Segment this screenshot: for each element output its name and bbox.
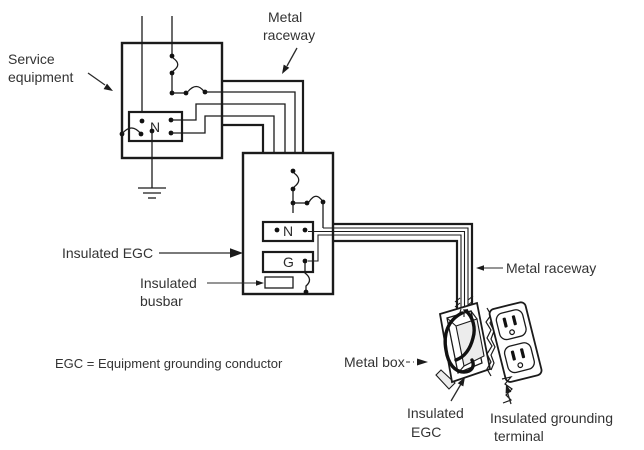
metal-box-drawing bbox=[435, 301, 492, 390]
insulated-egc-label: Insulated EGC bbox=[62, 245, 153, 261]
labels: Service equipment Metal raceway Insulate… bbox=[8, 9, 613, 444]
branch-switch-icon bbox=[172, 85, 208, 96]
raceway-connector-hatch-icon bbox=[454, 295, 474, 308]
metal-raceway-top-arrow-icon bbox=[282, 47, 298, 74]
branch-raceway-wall-outer bbox=[333, 222, 474, 309]
metal-box-arrow-icon bbox=[406, 358, 428, 366]
subpanel-ground-busbar bbox=[261, 250, 315, 274]
insulated-egc-loop bbox=[443, 311, 475, 374]
ground-symbol-icon bbox=[138, 187, 166, 199]
insulated-busbar-leader-icon bbox=[207, 280, 264, 286]
service-neutral-label: N bbox=[150, 119, 160, 135]
main-disconnect-switch-icon bbox=[169, 53, 179, 96]
service-equipment-panel: N bbox=[119, 16, 224, 199]
receptacle-faceplate bbox=[488, 301, 543, 383]
outlet-lower-icon bbox=[503, 342, 535, 374]
service-equipment-label-1: Service bbox=[8, 51, 55, 67]
insulated-busbar-label-1: Insulated bbox=[140, 275, 197, 291]
insulated-grounding-terminal-arrow-icon bbox=[505, 384, 512, 405]
branch-hot-conductor bbox=[323, 227, 469, 310]
raceway-wall-inner bbox=[222, 123, 265, 152]
service-equipment-label-2: equipment bbox=[8, 69, 73, 85]
branch-egc-conductor bbox=[308, 234, 462, 310]
metal-raceway-top-label-2: raceway bbox=[263, 27, 315, 43]
insulated-busbar-label-2: busbar bbox=[140, 293, 183, 309]
insulated-egc-bottom-label-2: EGC bbox=[411, 424, 441, 440]
subpanel: N G bbox=[241, 151, 335, 296]
insulated-busbar-block bbox=[264, 276, 294, 289]
raceway-wall-outer bbox=[222, 79, 305, 152]
insulated-egc-loop-2 bbox=[454, 309, 476, 362]
jagged-edge-icon bbox=[485, 307, 493, 377]
egc-definition-note: EGC = Equipment grounding conductor bbox=[55, 356, 283, 371]
subpanel-ground-label: G bbox=[283, 254, 294, 270]
branch-raceway-wall-inner bbox=[333, 239, 459, 309]
service-equipment-arrow-icon bbox=[87, 72, 113, 91]
main-bonding-jumper-icon bbox=[119, 127, 144, 137]
ground-bus-bond-wire bbox=[304, 263, 311, 291]
insulated-egc-bottom-arrow-icon bbox=[450, 377, 465, 402]
insulated-egc-arrow-icon bbox=[159, 248, 243, 258]
service-neutral-busbar bbox=[127, 110, 184, 143]
insulated-grounding-terminal-label-2: terminal bbox=[494, 428, 544, 444]
metal-raceway-right-label: Metal raceway bbox=[506, 260, 596, 276]
insulated-grounding-terminal-label-1: Insulated grounding bbox=[490, 410, 613, 426]
yoke-jagged-icon bbox=[501, 376, 513, 404]
metal-raceway-branch bbox=[308, 222, 474, 310]
metal-raceway-right-arrow-icon bbox=[476, 265, 503, 271]
insulated-egc-bottom-label-1: Insulated bbox=[407, 405, 464, 421]
metal-raceway-top-label-1: Metal bbox=[268, 9, 302, 25]
outlet-assembly bbox=[435, 301, 543, 404]
outlet-upper-icon bbox=[495, 309, 527, 341]
subpanel-switch-icon bbox=[290, 168, 326, 228]
branch-neutral-conductor bbox=[308, 230, 466, 310]
metal-box-label: Metal box bbox=[344, 354, 405, 370]
subpanel-neutral-label: N bbox=[283, 223, 293, 239]
